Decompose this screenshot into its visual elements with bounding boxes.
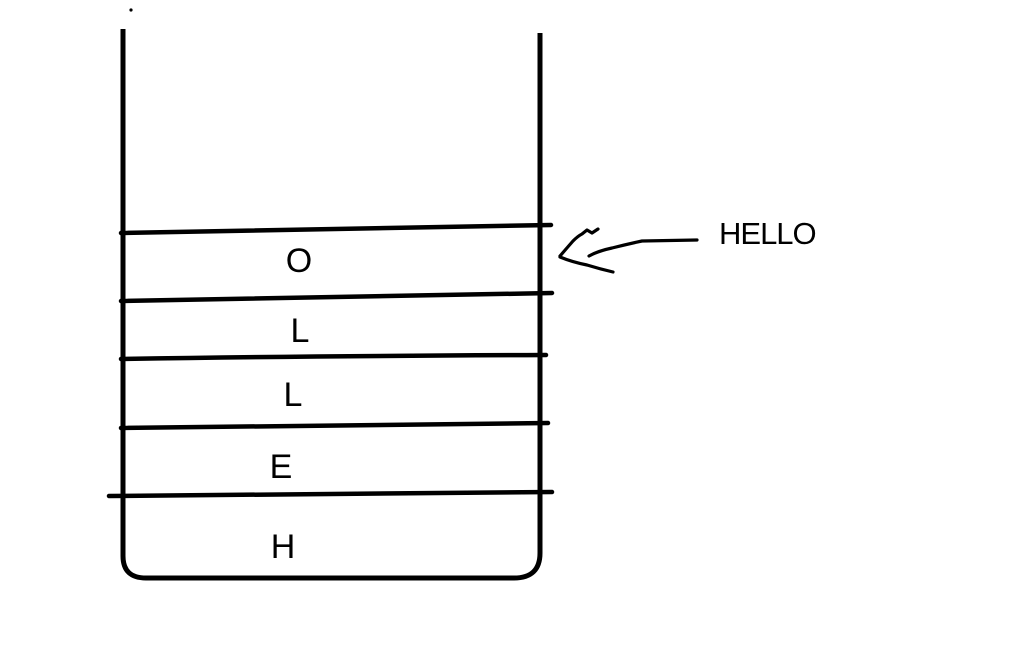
stack-item-label: L: [283, 376, 303, 414]
annotation-label: HELLO: [719, 216, 817, 251]
arrow-shaft: [587, 238, 699, 258]
stack-item-label: L: [290, 312, 310, 350]
stack-item-label-top: O: [285, 242, 313, 280]
annotation-arrow-icon: [558, 227, 699, 274]
divider-line-1: [118, 222, 554, 236]
divider-line-2: [118, 290, 555, 304]
divider-line-5: [106, 489, 555, 499]
divider-line-4: [118, 420, 551, 431]
stack-item-label: E: [269, 448, 293, 486]
stray-mark: [129, 8, 133, 12]
beaker-outline: [120, 29, 543, 581]
arrow-head-lower: [558, 255, 615, 274]
arrow-head-upper: [558, 227, 600, 258]
stack-item-label-bottom: H: [270, 528, 296, 566]
divider-line-3: [118, 352, 549, 362]
